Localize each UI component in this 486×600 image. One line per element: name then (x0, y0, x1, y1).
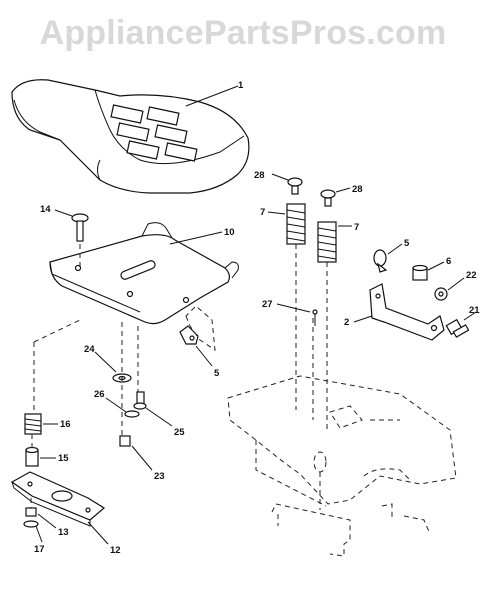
clip-5-left-part (179, 325, 199, 345)
callout-16: 16 (60, 419, 71, 430)
washer-22-part (434, 287, 448, 301)
screw-28-right-part (320, 189, 336, 207)
washer-26-part (124, 410, 140, 418)
spring-16-part (24, 413, 42, 435)
bolt-14-part (71, 213, 89, 242)
callout-27: 27 (262, 299, 273, 310)
callout-14: 14 (40, 204, 51, 215)
washer-17-part (23, 520, 39, 528)
callout-1: 1 (238, 80, 244, 91)
bracket-12-part (10, 471, 106, 527)
callout-21: 21 (469, 305, 480, 316)
callout-17: 17 (34, 544, 45, 555)
nut-23-part (119, 435, 131, 447)
callout-22: 22 (466, 270, 477, 281)
spring-7-right-part (317, 221, 337, 263)
callout-28-left: 28 (254, 170, 265, 181)
callout-24: 24 (84, 344, 95, 355)
callout-7-right: 7 (354, 222, 359, 233)
callout-10: 10 (224, 227, 235, 238)
screw-28-left-part (287, 177, 303, 195)
nut-13-part (25, 507, 37, 517)
bolt-25-part (133, 391, 147, 410)
callout-26: 26 (94, 389, 105, 400)
nut-6-part (412, 264, 428, 281)
callout-25: 25 (174, 427, 185, 438)
callout-2: 2 (344, 317, 349, 328)
callout-7-left: 7 (260, 207, 265, 218)
callout-6: 6 (446, 256, 451, 267)
bushing-15-part (25, 446, 39, 467)
callout-13: 13 (58, 527, 69, 538)
spring-7-left-part (286, 203, 306, 245)
clip-5-right-part (373, 249, 388, 273)
callout-28-right: 28 (352, 184, 363, 195)
callout-12: 12 (110, 545, 121, 556)
callout-5-right: 5 (404, 238, 410, 249)
callout-15: 15 (58, 453, 69, 464)
bolt-21-part (445, 318, 470, 338)
bracket-2-part (369, 283, 445, 341)
watermark: AppliancePartsPros.com (39, 14, 447, 52)
pin-27-part (312, 309, 318, 326)
callout-23: 23 (154, 471, 165, 482)
seat-pan-part (49, 222, 239, 325)
callout-5-left: 5 (214, 368, 220, 379)
seat-part (11, 79, 250, 194)
